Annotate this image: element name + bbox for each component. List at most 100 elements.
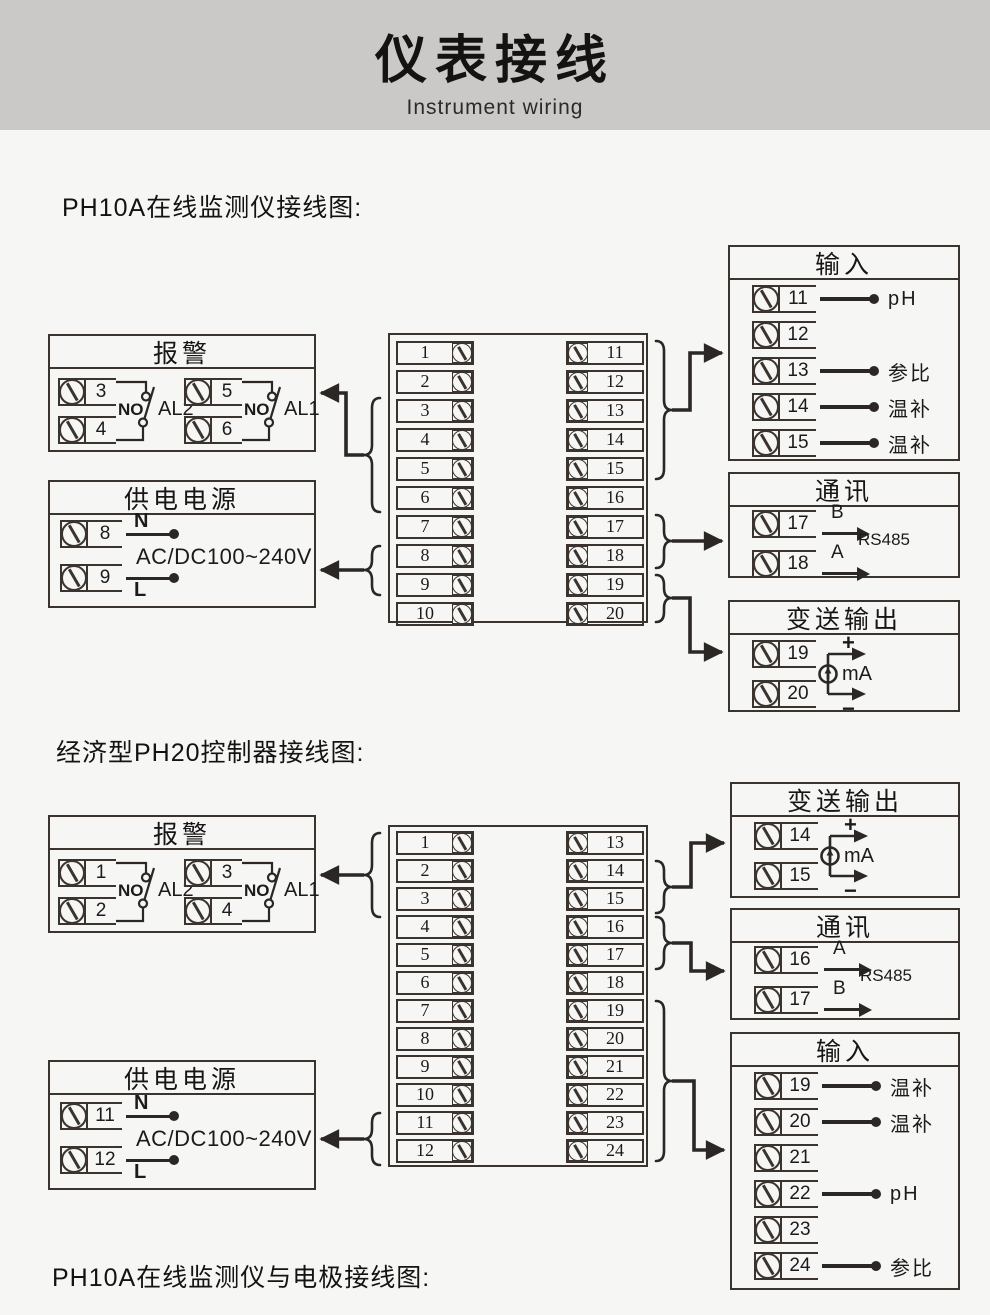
terminal-number: 22 <box>782 1180 818 1208</box>
screw-terminal-icon <box>452 517 472 537</box>
terminal-number: 11 <box>606 342 624 362</box>
screw-terminal-icon <box>452 973 472 993</box>
terminal-row: 6 <box>396 971 474 995</box>
terminal-row: 20 <box>566 1027 644 1051</box>
alarm-relay-group: 3 4 NO AL2 <box>58 378 194 444</box>
terminal-number: 16 <box>606 916 624 936</box>
terminal-row: 15 温补 <box>752 429 932 457</box>
terminal-number: 16 <box>606 487 624 507</box>
terminal-number: 8 <box>88 520 122 548</box>
terminal-row: 12 <box>752 321 932 349</box>
terminal-row: 2 <box>58 897 188 925</box>
signal-label: 温补 <box>888 434 932 457</box>
terminal-row: 17 <box>566 515 644 539</box>
relay-no-label: NO <box>244 881 270 900</box>
relay-no-label: NO <box>244 400 270 419</box>
terminal-row: 2 <box>396 859 474 883</box>
terminal-number: 2 <box>420 860 430 880</box>
power-wire: N <box>124 510 184 548</box>
screw-terminal-icon <box>184 378 212 406</box>
terminal-row: 11 <box>566 341 644 365</box>
rs485-signal: B <box>822 502 872 541</box>
rs485-signal: A <box>822 542 872 581</box>
terminal-number: 5 <box>420 944 430 964</box>
terminal-number: 9 <box>420 1056 430 1076</box>
terminal-number: 19 <box>606 1000 624 1020</box>
terminal-number: 18 <box>780 550 816 578</box>
terminal-number: 15 <box>780 429 816 457</box>
input-box-title: 输入 <box>730 247 958 280</box>
screw-terminal-icon <box>568 917 588 937</box>
terminal-number: 19 <box>606 574 624 594</box>
terminal-row: 7 <box>396 999 474 1023</box>
screw-terminal-icon <box>568 517 588 537</box>
terminal-number: 3 <box>420 888 430 908</box>
screw-terminal-icon <box>754 1144 782 1172</box>
terminal-row: 14 <box>566 859 644 883</box>
terminal-row: 9 <box>396 573 474 597</box>
output-box-ph10a: 变送输出 19 20 + − mA <box>728 600 960 721</box>
section-heading-ph10a: PH10A在线监测仪接线图: <box>62 194 363 222</box>
terminal-number: 4 <box>420 916 430 936</box>
terminal-row: 16 <box>566 915 644 939</box>
alarm-relay-group: 1 2 NO AL2 <box>58 859 194 925</box>
input-box-title: 输入 <box>732 1034 958 1067</box>
screw-terminal-icon <box>452 1085 472 1105</box>
output-rows: 14 15 <box>754 822 818 890</box>
output-box-title: 变送输出 <box>732 784 958 817</box>
screw-terminal-icon <box>568 401 588 421</box>
terminal-number: 19 <box>782 1072 818 1100</box>
screw-terminal-icon <box>568 1113 588 1133</box>
screw-terminal-icon <box>58 859 86 887</box>
terminal-row: 3 <box>184 859 314 887</box>
terminal-number: 9 <box>420 574 430 594</box>
screw-terminal-icon <box>754 822 782 850</box>
terminal-row: 1 <box>396 341 474 365</box>
screw-terminal-icon <box>452 1113 472 1133</box>
alarm-box-title: 报警 <box>50 817 314 850</box>
current-source-icon <box>818 647 866 701</box>
terminal-row: 15 <box>566 457 644 481</box>
terminal-number: 7 <box>420 1000 430 1020</box>
terminal-number: 24 <box>606 1140 624 1160</box>
screw-terminal-icon <box>452 604 472 624</box>
relay-name: AL1 <box>284 398 320 420</box>
terminal-row: 20 <box>566 602 644 626</box>
footer-heading-electrode: PH10A在线监测仪与电极接线图: <box>52 1264 431 1292</box>
terminal-row: 19 <box>566 573 644 597</box>
terminal-number: 3 <box>86 378 116 406</box>
terminal-number: 23 <box>606 1112 624 1132</box>
rs485-signal: A <box>824 938 874 977</box>
terminal-row: 17 <box>566 943 644 967</box>
ma-label: mA <box>844 845 874 867</box>
terminal-row: 1 <box>58 859 188 887</box>
terminal-number: 3 <box>420 400 430 420</box>
wire-line <box>126 1110 179 1122</box>
terminal-number: 4 <box>212 897 242 925</box>
screw-terminal-icon <box>754 862 782 890</box>
power-box-title: 供电电源 <box>50 1062 314 1095</box>
terminal-number: 18 <box>606 972 624 992</box>
wire-line <box>820 401 879 413</box>
minus-label: − <box>842 696 855 721</box>
terminal-row: 6 <box>184 416 314 444</box>
signal-label: pH <box>890 1182 920 1205</box>
screw-terminal-icon <box>60 520 88 548</box>
terminal-row: 3 <box>396 887 474 911</box>
terminal-number: 17 <box>780 510 816 538</box>
screw-terminal-icon <box>452 488 472 508</box>
alarm-relay-group: 5 6 NO AL1 <box>184 378 320 444</box>
screw-terminal-icon <box>752 357 780 385</box>
screw-terminal-icon <box>452 1029 472 1049</box>
terminal-row: 3 <box>396 399 474 423</box>
terminal-number: 8 <box>420 545 430 565</box>
terminal-number: 23 <box>782 1216 818 1244</box>
